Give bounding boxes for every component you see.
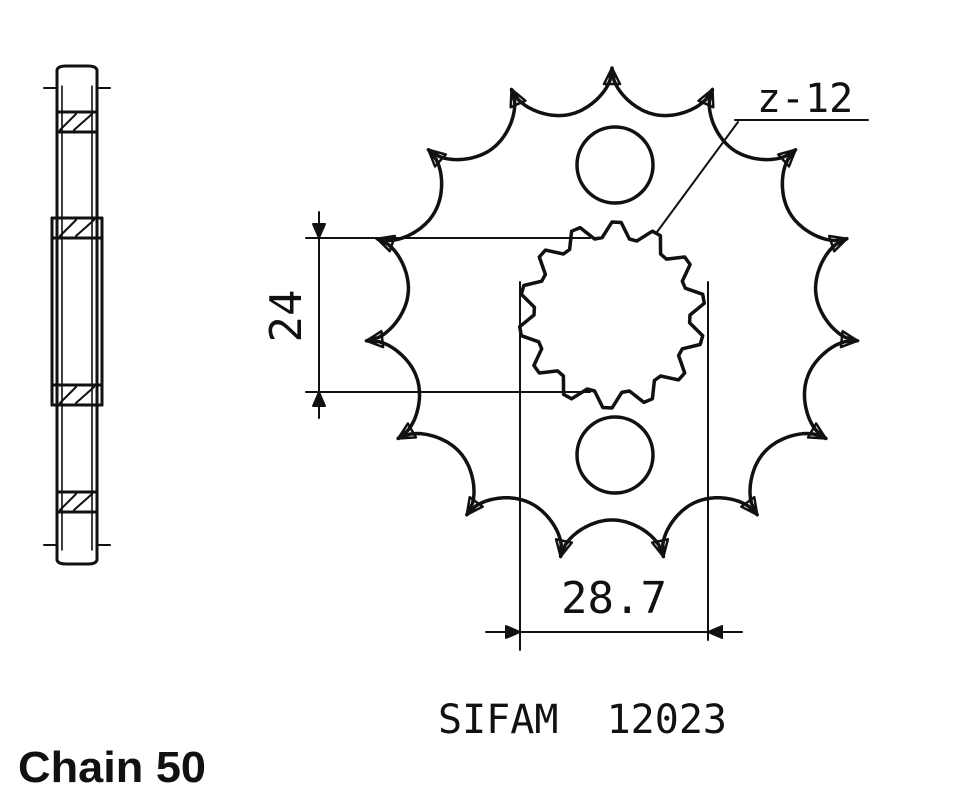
sprocket-side-profile bbox=[43, 64, 111, 566]
tooth-count-label: z-12 bbox=[757, 76, 853, 122]
tooth-tip bbox=[777, 148, 797, 168]
lightening-hole-top bbox=[575, 125, 655, 205]
tooth-tip bbox=[839, 329, 859, 349]
tooth-tips bbox=[365, 66, 859, 558]
chain-size: Chain 50 bbox=[18, 743, 206, 792]
tooth-tip bbox=[365, 329, 385, 349]
dimension-label-24: 24 bbox=[261, 290, 312, 343]
part-number: SIFAM 12023 bbox=[438, 697, 727, 743]
lightening-hole-bottom bbox=[575, 415, 655, 495]
dimension-24 bbox=[305, 211, 591, 419]
spline-bore bbox=[517, 220, 707, 410]
tooth-tip bbox=[554, 538, 574, 558]
tooth-tip bbox=[697, 88, 715, 109]
tooth-tip bbox=[806, 422, 828, 440]
tooth-tip bbox=[827, 234, 849, 253]
dimension-28-7 bbox=[485, 281, 743, 651]
tooth-tip bbox=[396, 422, 418, 440]
dimension-label-28-7: 28.7 bbox=[561, 573, 667, 624]
tooth-tip bbox=[427, 148, 447, 168]
tooth-count-leader bbox=[656, 119, 869, 233]
tooth-tip bbox=[509, 88, 527, 109]
tooth-tip bbox=[740, 495, 759, 517]
sprocket-outline bbox=[364, 66, 860, 559]
tooth-tip bbox=[465, 495, 484, 517]
tooth-tip bbox=[650, 538, 670, 558]
tooth-tip bbox=[602, 66, 622, 86]
